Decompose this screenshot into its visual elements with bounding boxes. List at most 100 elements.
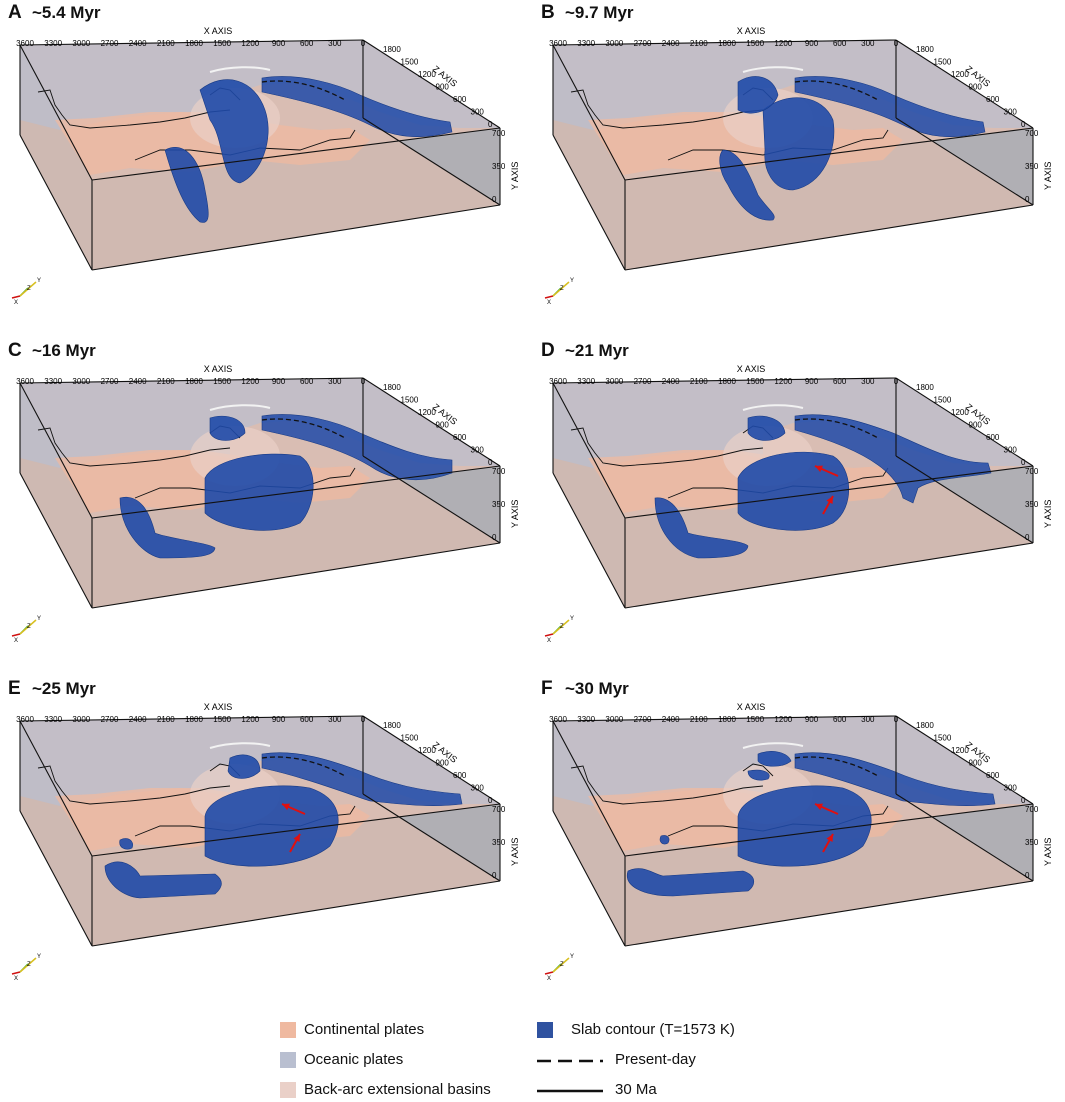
box-edge (895, 715, 1034, 805)
x-tick-label: 2100 (690, 39, 708, 48)
orientation-x-axis (11, 971, 21, 975)
orientation-label: Y (37, 954, 41, 960)
present-day-trench (261, 418, 346, 439)
z-tick-label: 0 (1021, 120, 1026, 129)
backarc-swatch (280, 1082, 296, 1098)
box-edge (91, 465, 501, 519)
y-axis-title: Y AXIS (1043, 838, 1053, 866)
orientation-y-axis (19, 957, 37, 973)
box-edge (624, 803, 1034, 857)
y-tick-label: 700 (492, 805, 506, 814)
z-tick-label: 1200 (951, 408, 969, 417)
box-edge (895, 377, 1034, 467)
front-face (92, 804, 500, 946)
orientation-x-axis (544, 633, 554, 637)
x-tick-label: 300 (328, 377, 342, 386)
x-tick-label: 0 (361, 39, 366, 48)
front-face (92, 466, 500, 608)
y-axis-title: Y AXIS (1043, 162, 1053, 190)
y-tick-label: 350 (492, 162, 506, 171)
y-tick-label: 0 (1025, 871, 1030, 880)
x-tick-label: 3600 (16, 715, 34, 724)
y-tick-label: 350 (492, 500, 506, 509)
box-edge (624, 204, 1034, 271)
z-tick-label: 0 (1021, 796, 1026, 805)
z-tick-label: 1800 (383, 45, 401, 54)
y-axis-title: Y AXIS (510, 838, 520, 866)
orientation-y-axis (552, 619, 570, 635)
red-arrowhead (815, 803, 823, 811)
x-tick-label: 1800 (185, 377, 203, 386)
z-tick-label: 300 (1004, 446, 1018, 455)
box-edge (362, 715, 501, 805)
box-edge (895, 455, 1034, 544)
y-tick-label: 350 (1025, 162, 1039, 171)
x-tick-label: 1200 (241, 715, 259, 724)
z-tick-label: 300 (471, 108, 485, 117)
orientation-label: X (14, 976, 18, 982)
eastern-slab (794, 76, 986, 138)
box-edge (91, 542, 501, 609)
x-tick-label: 3600 (16, 39, 34, 48)
orientation-label: Z (27, 286, 31, 292)
slab-body (654, 497, 749, 559)
z-tick-label: 300 (1004, 784, 1018, 793)
panel-age: ~9.7 Myr (565, 3, 634, 22)
eastern-slab (261, 76, 453, 138)
x-tick-label: 900 (272, 377, 286, 386)
z-tick-label: 900 (436, 759, 450, 768)
z-tick-label: 1200 (418, 408, 436, 417)
orientation-label: Z (560, 962, 564, 968)
box-edge (895, 793, 1034, 882)
trench-highlight (209, 742, 271, 749)
slab-body (626, 868, 755, 897)
x-tick-label: 2100 (157, 39, 175, 48)
box-edge (19, 715, 364, 722)
orientation-label: Z (27, 624, 31, 630)
y-axis-title: Y AXIS (510, 162, 520, 190)
box-edge (362, 39, 501, 129)
x-tick-label: 600 (300, 377, 314, 386)
x-tick-label: 300 (861, 715, 875, 724)
y-tick-label: 0 (492, 871, 497, 880)
z-tick-label: 600 (986, 433, 1000, 442)
slab-body (757, 751, 792, 767)
eastern-slab (794, 414, 992, 504)
box-edge (19, 134, 93, 271)
z-tick-label: 300 (1004, 108, 1018, 117)
box-edge (19, 382, 93, 519)
red-arrowhead (282, 803, 290, 811)
x-tick-label: 300 (328, 715, 342, 724)
z-tick-label: 900 (969, 83, 983, 92)
x-tick-label: 1200 (241, 39, 259, 48)
trench-highlight (742, 742, 804, 749)
box-edge (91, 803, 501, 857)
z-tick-label: 600 (986, 771, 1000, 780)
red-arrowhead (826, 496, 833, 504)
x-tick-label: 3000 (605, 377, 623, 386)
slab-body (762, 97, 835, 191)
box-edge (552, 715, 897, 722)
z-tick-label: 1800 (383, 383, 401, 392)
z-tick-label: 0 (1021, 458, 1026, 467)
x-axis-title: X AXIS (204, 26, 233, 36)
x-tick-label: 2100 (690, 715, 708, 724)
legend-label: Continental plates (304, 1021, 425, 1038)
x-tick-label: 900 (805, 377, 819, 386)
x-tick-label: 2700 (101, 39, 119, 48)
box-edge (19, 39, 364, 46)
x-tick-label: 1200 (774, 39, 792, 48)
x-tick-label: 2400 (662, 39, 680, 48)
x-tick-label: 1800 (185, 715, 203, 724)
box-edge (91, 127, 501, 181)
box-edge (19, 377, 364, 384)
z-tick-label: 1500 (934, 734, 952, 743)
x-tick-label: 300 (861, 39, 875, 48)
x-tick-label: 2400 (129, 377, 147, 386)
z-tick-label: 900 (969, 421, 983, 430)
slab-body (737, 76, 779, 114)
x-tick-label: 3600 (549, 715, 567, 724)
slab-body (737, 785, 872, 867)
